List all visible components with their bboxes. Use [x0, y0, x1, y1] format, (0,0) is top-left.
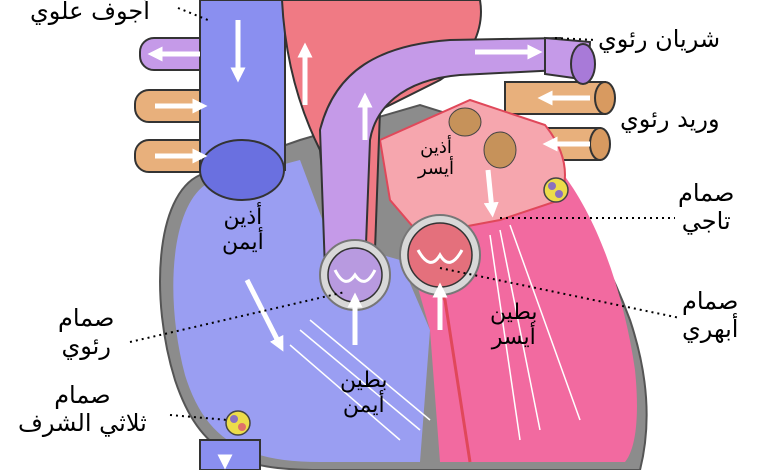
label-left-atrium: أذين أيسر [418, 137, 454, 179]
left-atrium-chamber [378, 98, 566, 237]
aortic-valve [399, 214, 481, 296]
tricuspid-valve-marker [225, 410, 251, 436]
label-superior-vena-cava: أجوف علوي [30, 0, 150, 25]
pulmonary-vein-inlet-2 [483, 131, 517, 169]
label-left-ventricle: بطين أيسر [490, 300, 538, 351]
pulmonary-valve [319, 239, 391, 311]
blood-flow-arrows [147, 20, 590, 470]
mitral-valve-marker [543, 177, 569, 203]
right-heart-chambers [173, 160, 431, 462]
pulmonary-vein-inlet-1 [448, 107, 482, 137]
leader-lines [129, 7, 681, 421]
pulmonary-artery-opening [570, 43, 596, 85]
label-tricuspid-valve: صمام ثلاثي الشرف [18, 381, 147, 437]
label-pulmonary-artery: شريان رئوي [598, 25, 721, 53]
label-right-ventricle: بطين أيمن [340, 368, 388, 419]
chordae-tendineae [289, 224, 581, 441]
label-pulmonary-valve: صمام رئوي [58, 304, 115, 360]
label-pulmonary-vein: وريد رئوي [620, 105, 720, 133]
vena-cava-opening [199, 139, 285, 201]
label-mitral-valve: صمام تاجي [678, 179, 735, 235]
inferior-vena-cava [199, 439, 261, 470]
label-right-atrium: أذين أيمن [222, 205, 264, 256]
label-aortic-valve: صمام أبهري [682, 287, 739, 343]
